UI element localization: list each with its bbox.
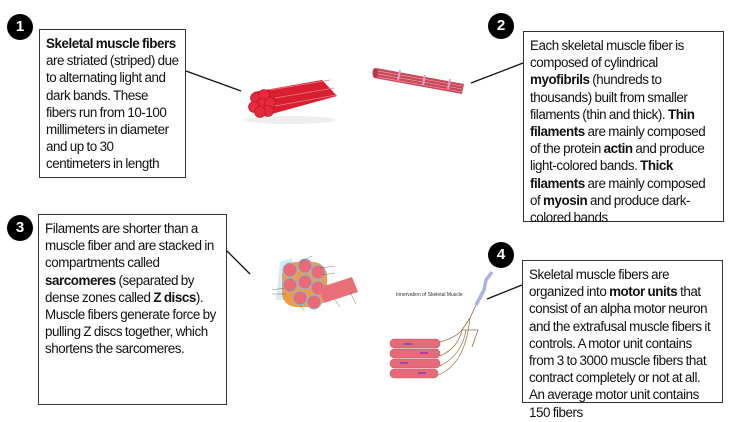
callout-bold-term: sarcomeres — [45, 272, 116, 288]
connector-line-2 — [470, 62, 524, 84]
callout-bold-term: actin — [603, 141, 633, 157]
callout-number-badge-4: 4 — [488, 242, 514, 268]
callout-box-2: Each skeletal muscle fiber is composed o… — [523, 31, 724, 226]
callout-box-4: Skeletal muscle fibers are organized int… — [522, 260, 723, 420]
callout-number-badge-1: 1 — [7, 14, 33, 40]
innervation-image: Innervation of Skeletal Muscle — [389, 270, 494, 379]
connector-line-3 — [226, 250, 251, 275]
callout-text: Filaments are shorter than a muscle fibe… — [45, 221, 214, 271]
connector-line-4 — [486, 284, 523, 300]
callout-text: and produce light-colored bands. — [530, 141, 705, 174]
callout-text: Each skeletal muscle fiber is composed o… — [530, 38, 684, 71]
callout-bold-term: motor units — [609, 284, 678, 300]
callout-bold-term: Thin filaments — [530, 106, 695, 140]
callout-text: ). Muscle fibers generate force by pulli… — [45, 289, 216, 357]
sarcomere-structure-image — [271, 255, 358, 311]
myofibril-image — [372, 68, 464, 94]
callout-bold-term: myofibrils — [530, 72, 590, 88]
callout-bold-term: myosin — [543, 192, 588, 208]
callout-text: that consist of an alpha motor neuron an… — [529, 284, 711, 420]
callout-bold-term: Z discs — [153, 289, 196, 305]
connector-line-1 — [185, 70, 242, 92]
callout-number-badge-2: 2 — [488, 13, 514, 39]
callout-text: are striated (striped) due to alternatin… — [46, 53, 179, 172]
callout-text: Skeletal muscle fibers are organized int… — [529, 267, 670, 300]
callout-text: (separated by dense zones called — [45, 272, 195, 305]
muscle-fiber-bundle-image — [245, 79, 337, 124]
callout-text: are mainly composed of — [530, 175, 706, 208]
callout-text: (hundreds to thousands) built from small… — [530, 72, 688, 122]
callout-box-1: Skeletal muscle fibers are striated (str… — [39, 29, 186, 178]
innervation-title: Innervation of Skeletal Muscle — [396, 292, 463, 298]
callout-bold-term: Skeletal muscle fibers — [46, 36, 176, 51]
callout-text: and produce dark-colored bands — [530, 192, 691, 226]
callout-box-3: Filaments are shorter than a muscle fibe… — [38, 214, 227, 405]
callout-bold-term: Thick filaments — [530, 158, 673, 191]
callout-number-badge-3: 3 — [7, 215, 33, 241]
callout-text: are mainly composed of the protein — [530, 124, 706, 157]
